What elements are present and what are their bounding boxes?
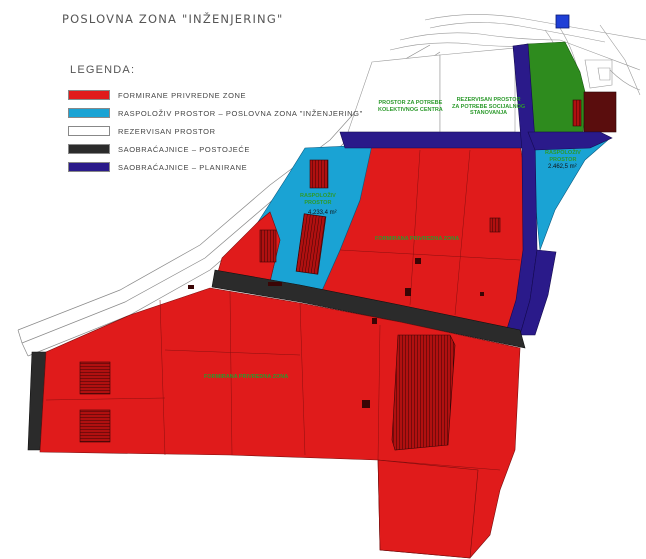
legend-swatch-navy — [68, 162, 110, 172]
label-line: KOLEKTIVNOG CENTRA — [378, 106, 443, 113]
buildings-hatched — [79, 99, 582, 451]
planned-roads — [339, 43, 613, 336]
legend-swatch-black — [68, 144, 110, 154]
label-line: RASPOLOŽIV — [300, 193, 336, 199]
label-social-housing: REZERVISAN PROSTOR ZA POTREBE SOCIJALNOG… — [452, 97, 525, 117]
label-available-west: RASPOLOŽIV PROSTOR — [300, 193, 336, 206]
label-zone-south: FORMIRANA PRIVREDNA ZONA — [204, 374, 289, 380]
legend-swatch-blue — [68, 108, 110, 118]
legend-label: FORMIRANE PRIVREDNE ZONE — [118, 90, 247, 100]
legend-label: SAOBRAĆAJNICE – PLANIRANE — [118, 162, 248, 172]
label-line: RASPOLOŽIV — [545, 150, 581, 156]
legend-item-planned-roads: SAOBRAĆAJNICE – PLANIRANE — [68, 159, 363, 175]
legend-label: RASPOLOŽIV PROSTOR – POSLOVNA ZONA "INŽE… — [118, 108, 363, 118]
building-outline-south — [377, 459, 479, 559]
label-line: ZA POTREBE SOCIJALNOG — [452, 103, 526, 110]
legend-label: REZERVISAN PROSTOR — [118, 126, 216, 136]
legend: FORMIRANE PRIVREDNE ZONE RASPOLOŽIV PROS… — [68, 87, 363, 177]
label-available-east: RASPOLOŽIV PROSTOR — [545, 150, 581, 163]
area-available-west: 4.233,4 m² — [308, 210, 337, 216]
label-line: REZERVISAN PROSTOR — [456, 97, 521, 103]
label-line: STANOVANJA — [470, 110, 508, 116]
small-structures — [188, 258, 484, 408]
parcel-lines — [45, 149, 521, 471]
label-line: PROSTOR — [549, 156, 577, 163]
legend-item-formed-zones: FORMIRANE PRIVREDNE ZONE — [68, 87, 363, 103]
blue-marker — [555, 14, 570, 29]
label-line: PROSTOR — [304, 199, 332, 206]
legend-item-existing-roads: SAOBRAĆAJNICE – POSTOJEĆE — [68, 141, 363, 157]
label-zone-east: FORMIRANA PRIVREDNA ZONA — [375, 236, 460, 242]
label-collective-center: PROSTOR ZA POTREBE KOLEKTIVNOG CENTRA — [378, 100, 443, 113]
page-title: POSLOVNA ZONA "INŽENJERING" — [62, 12, 284, 26]
label-line: PROSTOR ZA POTREBE — [378, 100, 443, 106]
legend-swatch-white — [68, 126, 110, 136]
area-available-east: 2.462,5 m² — [548, 164, 577, 170]
legend-item-reserved-space: REZERVISAN PROSTOR — [68, 123, 363, 139]
dark-red-building — [583, 91, 617, 133]
legend-item-available-space: RASPOLOŽIV PROSTOR – POSLOVNA ZONA "INŽE… — [68, 105, 363, 121]
legend-title: LEGENDA: — [70, 64, 136, 76]
legend-label: SAOBRAĆAJNICE – POSTOJEĆE — [118, 144, 250, 154]
legend-swatch-red — [68, 90, 110, 100]
reserved-parcels — [347, 47, 516, 133]
